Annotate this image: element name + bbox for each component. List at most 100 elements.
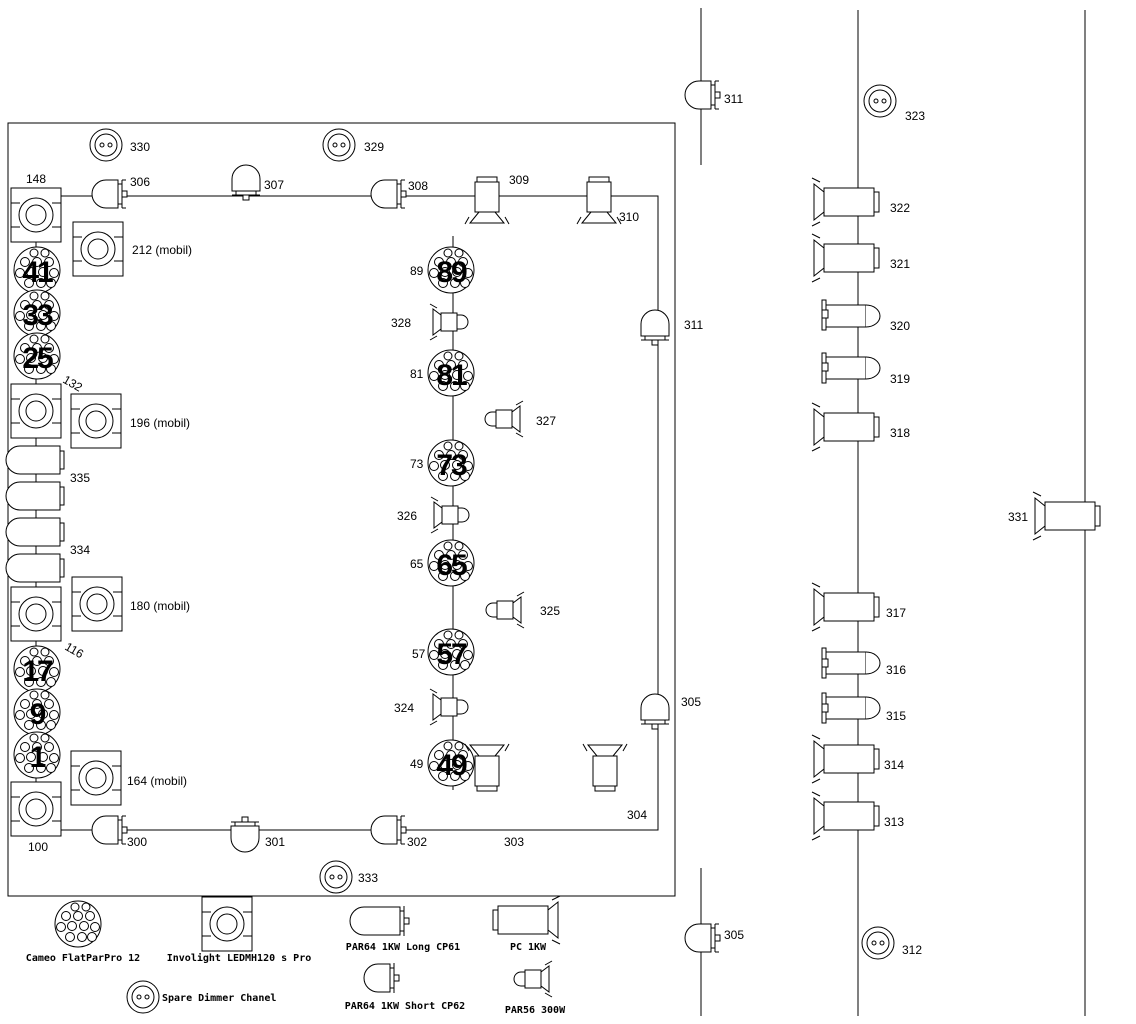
- fixture-number: 304: [627, 808, 647, 822]
- fixture-number: 311: [684, 318, 703, 332]
- fixture-number: 328: [391, 316, 411, 330]
- par-channel-number: 1: [30, 741, 46, 774]
- pc-fixture: [1032, 491, 1101, 541]
- fixture-number: 73: [410, 457, 424, 471]
- pc-fixture: [811, 734, 880, 784]
- fixture-number: 322: [890, 201, 910, 215]
- fixture-number: 309: [509, 173, 529, 187]
- fixture-number: 315: [886, 709, 906, 723]
- fixture-number: 321: [890, 257, 910, 271]
- truss-rectangle: [35, 195, 659, 831]
- par-channel-number: 65: [436, 549, 467, 582]
- par-channel-number: 41: [22, 256, 53, 289]
- fixture-number: 314: [884, 758, 904, 772]
- moving-head-fixture: [72, 221, 124, 277]
- pc-fixture: [811, 582, 880, 632]
- pc-fixture: [811, 233, 880, 283]
- par64-short-fixture: [91, 815, 128, 845]
- legend: Cameo FlatParPro 12 Involight LEDMH120 s…: [26, 895, 566, 1016]
- legend-flatpar-label: Cameo FlatParPro 12: [26, 953, 140, 964]
- par64-long-fixture: [821, 299, 881, 331]
- par-channel-number: 49: [436, 749, 467, 782]
- legend-par64-short-label: PAR64 1KW Short CP62: [345, 1001, 465, 1012]
- fixture-number: 310: [619, 210, 639, 224]
- fixture-number: 325: [540, 604, 560, 618]
- fixture-number: 116: [63, 639, 87, 661]
- legend-par64-short-icon: [363, 963, 400, 993]
- dimmer-socket: [861, 926, 895, 960]
- legend-moving-head-label: Involight LEDMH120 s Pro: [167, 952, 312, 964]
- par56-fixture: [485, 591, 525, 629]
- par-channel-number: 81: [436, 359, 467, 392]
- fixture-number: 317: [886, 606, 906, 620]
- fixture-number: 329: [364, 140, 384, 154]
- dimmer-socket: [89, 128, 123, 162]
- legend-par64-long-icon: [349, 906, 410, 936]
- par-channel-number: 73: [436, 449, 467, 482]
- par-channel-number: 9: [30, 698, 46, 731]
- par64-long-fixture: [821, 692, 881, 724]
- par-channel-number: 89: [436, 256, 467, 289]
- fixture-number: 305: [724, 928, 744, 942]
- par56-fixture: [429, 303, 469, 341]
- dimmer-socket: [319, 860, 353, 894]
- fixture-number: 302: [407, 835, 427, 849]
- fixture-number: 89: [410, 264, 424, 278]
- fixture-number: 300: [127, 835, 147, 849]
- stage-outline: [7, 122, 676, 897]
- par64-short-fixture: [684, 80, 721, 110]
- fixture-number: 57: [412, 647, 426, 661]
- fixture-number: 319: [890, 372, 910, 386]
- par64-short-fixture: [370, 179, 407, 209]
- legend-moving-head-icon: [201, 896, 253, 952]
- fixture-number: 65: [410, 557, 424, 571]
- dimmer-socket: [863, 84, 897, 118]
- fixture-number: 312: [902, 943, 922, 957]
- dimmer-socket: [322, 128, 356, 162]
- fixture-number: 323: [905, 109, 925, 123]
- par56-fixture: [430, 496, 470, 534]
- fixture-number: 320: [890, 319, 910, 333]
- fixture-number: 324: [394, 701, 414, 715]
- fixture-number: 335: [70, 471, 90, 485]
- legend-flatpar-icon: [54, 900, 102, 948]
- fixture-number: 164 (mobil): [127, 774, 187, 788]
- pc-fixture: [576, 176, 622, 225]
- par64-short-fixture: [640, 693, 670, 730]
- fixture-number: 330: [130, 140, 150, 154]
- fixture-number: 196 (mobil): [130, 416, 190, 430]
- legend-pc-icon: [492, 895, 561, 945]
- par-channel-number: 25: [22, 342, 53, 375]
- moving-head-fixture: [71, 576, 123, 632]
- moving-head-fixture: [70, 393, 122, 449]
- fixture-number: 148: [26, 172, 46, 186]
- pc-fixture: [811, 402, 880, 452]
- par64-short-fixture: [231, 164, 261, 201]
- par64-short-fixture: [230, 816, 260, 853]
- par-channel-number: 33: [22, 299, 53, 332]
- pc-fixture: [811, 177, 880, 227]
- fixture-number: 308: [408, 179, 428, 193]
- fixture-number: 333: [358, 871, 378, 885]
- fixture-number: 303: [504, 835, 524, 849]
- fixture-number: 132: [61, 372, 86, 394]
- fixture-number: 212 (mobil): [132, 243, 192, 257]
- fixture-number: 307: [264, 178, 284, 192]
- par64-short-fixture: [684, 923, 721, 953]
- fixture-number: 326: [397, 509, 417, 523]
- fixture-number: 301: [265, 835, 285, 849]
- par-channel-number: 57: [436, 638, 467, 671]
- legend-dimmer-label: Spare Dimmer Chanel: [162, 992, 276, 1004]
- par64-short-fixture: [640, 309, 670, 346]
- legend-dimmer-icon: [126, 980, 160, 1014]
- fixture-number: 318: [890, 426, 910, 440]
- fixture-number: 180 (mobil): [130, 599, 190, 613]
- fixture-number: 305: [681, 695, 701, 709]
- moving-head-fixture: [70, 750, 122, 806]
- moving-head-fixture: [10, 586, 62, 642]
- moving-head-fixture: [10, 781, 62, 837]
- legend-pc-label: PC 1KW: [510, 942, 547, 953]
- fixture-number: 334: [70, 543, 90, 557]
- fixture-number: 100: [28, 840, 48, 854]
